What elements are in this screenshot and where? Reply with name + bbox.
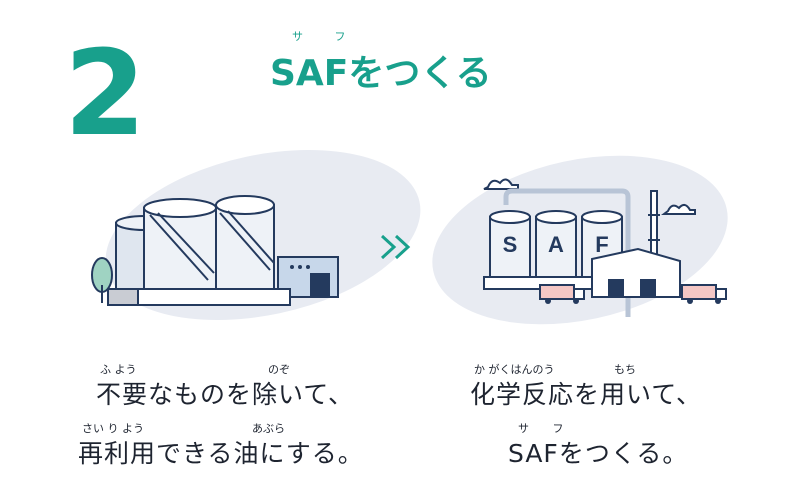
page-title: SAFをつくる — [270, 53, 492, 94]
left-caption-line-2: 再利用できる油にする。 — [78, 439, 364, 468]
left-caption-ruby-2a: さい り よう — [82, 422, 144, 435]
left-caption-line-1: 不要なものを除いて、 — [96, 380, 355, 409]
saf-refinery-illustration: S A F — [432, 155, 728, 325]
left-caption-ruby-1a: ふ よう — [100, 363, 137, 376]
right-caption-ruby-1a: か がくはんのう — [474, 363, 555, 376]
title-ruby: サ フ — [292, 30, 360, 43]
right-caption-ruby-2: サ フ — [518, 422, 574, 435]
chevrons-right-icon — [380, 234, 411, 260]
right-caption-line-1: 化学反応を用いて、 — [470, 380, 703, 409]
storage-tanks-illustration — [91, 149, 421, 321]
right-caption-ruby-1b: もち — [614, 363, 636, 376]
step-number: 2 — [64, 24, 146, 162]
tank-letter-a: A — [548, 232, 564, 257]
left-caption-ruby-1b: のぞ — [268, 363, 290, 376]
tank-letter-f: F — [595, 232, 608, 257]
tank-letter-s: S — [503, 232, 518, 257]
right-caption-line-2: SAFをつくる。 — [508, 439, 689, 468]
left-caption-ruby-2b: あぶら — [252, 422, 285, 435]
